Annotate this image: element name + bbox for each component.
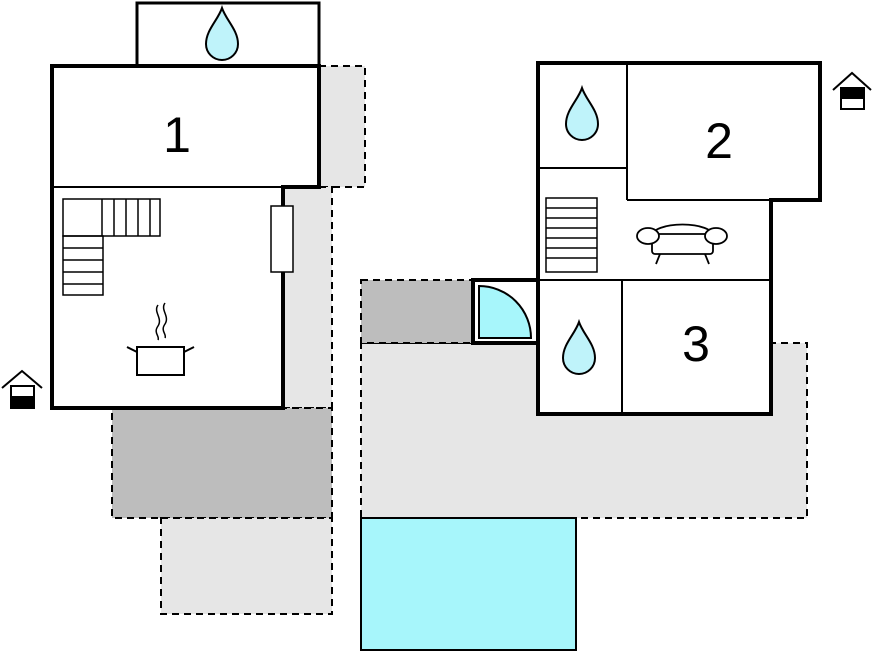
water-drop-icon bbox=[561, 318, 597, 375]
room-number-1: 1 bbox=[163, 107, 191, 163]
room-number-2: 2 bbox=[705, 113, 733, 169]
cooking-pot-icon bbox=[126, 302, 195, 376]
house-1 bbox=[50, 1, 321, 410]
terrace-dark-entry bbox=[360, 279, 475, 344]
stairs-icon bbox=[62, 198, 161, 296]
terrace-light-bottom-left bbox=[160, 517, 333, 615]
stairs-icon bbox=[545, 197, 598, 273]
terrace-strip-right-of-house-1 bbox=[318, 65, 366, 188]
room-number-3: 3 bbox=[682, 316, 710, 372]
entrance-house-icon bbox=[1, 369, 43, 409]
door-icon bbox=[478, 284, 533, 339]
swimming-pool bbox=[360, 517, 577, 651]
water-drop-icon bbox=[204, 4, 240, 61]
entrance-house-icon bbox=[832, 71, 872, 110]
terrace-dark-left bbox=[111, 407, 333, 519]
sofa-icon bbox=[636, 223, 728, 265]
house-1-window-element bbox=[270, 205, 294, 273]
water-drops bbox=[204, 4, 600, 375]
water-drop-icon bbox=[564, 84, 600, 141]
terrace-right-cover bbox=[772, 415, 805, 418]
